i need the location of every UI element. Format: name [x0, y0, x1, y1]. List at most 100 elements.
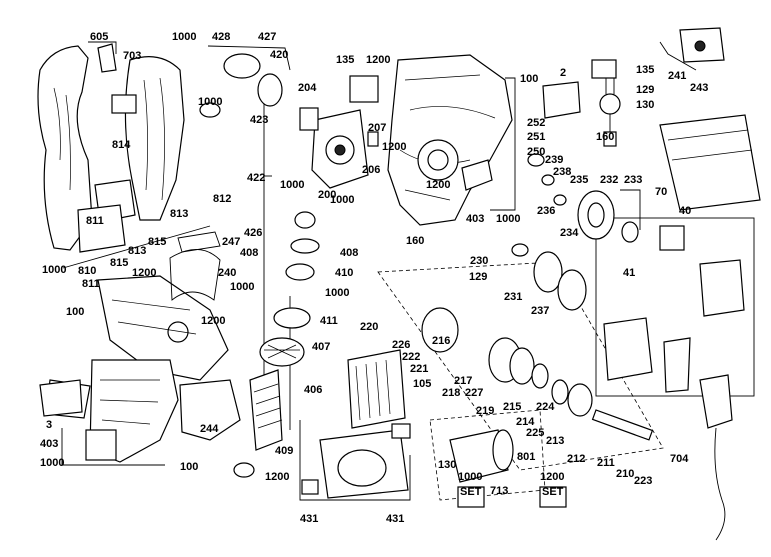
part-label-1000: 1000: [42, 264, 66, 276]
part-label-243: 243: [690, 82, 708, 94]
part-label-1200: 1200: [265, 471, 289, 483]
clutch-stack: [421, 307, 654, 441]
part-label-218: 218: [442, 387, 460, 399]
part-label-70: 70: [655, 186, 667, 198]
part-label-428: 428: [212, 31, 230, 43]
part-label-130: 130: [636, 99, 654, 111]
label-sheet-3: [39, 379, 83, 417]
stator-105: [347, 349, 406, 429]
brush-holder-130: [301, 423, 411, 499]
part-label-1000: 1000: [280, 179, 304, 191]
part-label-130: 130: [438, 459, 456, 471]
part-label-200: 200: [318, 189, 336, 201]
part-label-406: 406: [304, 384, 322, 396]
part-label-SET: SET: [542, 486, 564, 498]
part-label-232: 232: [600, 174, 618, 186]
battery-pack-70: [659, 114, 761, 211]
set-box-1200: [539, 486, 567, 508]
part-label-160: 160: [596, 131, 614, 143]
part-label-160: 160: [406, 235, 424, 247]
left-handle-housing: [37, 43, 185, 253]
bracket-241-243: [659, 41, 697, 71]
part-label-233: 233: [624, 174, 642, 186]
part-label-431: 431: [386, 513, 404, 525]
part-label-225: 225: [526, 427, 544, 439]
part-label-408: 408: [340, 247, 358, 259]
box-40-group: [595, 217, 755, 397]
part-label-815: 815: [110, 257, 128, 269]
part-label-213: 213: [546, 435, 564, 447]
part-label-215: 215: [503, 401, 521, 413]
switch-assembly-200: [299, 75, 379, 189]
part-label-814: 814: [112, 139, 131, 151]
dashed-zone-clutch: [377, 261, 664, 471]
part-label-2: 2: [560, 67, 566, 79]
part-label-40: 40: [679, 205, 691, 217]
battery-cover-244: [179, 379, 241, 441]
part-label-1000: 1000: [458, 471, 482, 483]
part-label-1000: 1000: [325, 287, 349, 299]
part-label-422: 422: [247, 172, 265, 184]
part-label-801: 801: [517, 451, 535, 463]
part-label-427: 427: [258, 31, 276, 43]
part-label-1000: 1000: [330, 194, 354, 206]
part-label-1000: 1000: [230, 281, 254, 293]
bracket-100-top: [490, 77, 516, 211]
part-label-423: 423: [250, 114, 268, 126]
part-label-100: 100: [520, 73, 538, 85]
cord-704: [699, 374, 733, 541]
part-label-1200: 1200: [426, 179, 450, 191]
part-label-135: 135: [636, 64, 654, 76]
bracket-100-bottom: [61, 428, 165, 466]
part-label-231: 231: [504, 291, 522, 303]
part-label-226: 226: [392, 339, 410, 351]
part-label-236: 236: [537, 205, 555, 217]
gear-train-right: [511, 153, 639, 311]
part-label-1000: 1000: [198, 96, 222, 108]
part-label-403: 403: [466, 213, 484, 225]
part-label-812: 812: [213, 193, 231, 205]
part-label-129: 129: [469, 271, 487, 283]
part-label-1000: 1000: [496, 213, 520, 225]
gear-column: [199, 53, 320, 367]
part-label-247: 247: [222, 236, 240, 248]
part-label-221: 221: [410, 363, 428, 375]
part-label-212: 212: [567, 453, 585, 465]
part-label-222: 222: [402, 351, 420, 363]
bracket-232-233: [620, 189, 641, 230]
part-label-410: 410: [335, 267, 353, 279]
part-label-207: 207: [368, 122, 386, 134]
part-label-230: 230: [470, 255, 488, 267]
bracket-left-handle: [62, 225, 211, 269]
bracket-130-bottom: [299, 420, 411, 501]
part-label-811: 811: [86, 215, 104, 227]
part-label-252: 252: [527, 117, 545, 129]
clip-240: [169, 249, 221, 301]
part-label-407: 407: [312, 341, 330, 353]
part-label-216: 216: [432, 335, 450, 347]
part-label-251: 251: [527, 131, 545, 143]
part-label-426: 426: [244, 227, 262, 239]
part-label-241: 241: [668, 70, 686, 82]
part-label-214: 214: [516, 416, 535, 428]
part-label-105: 105: [413, 378, 431, 390]
part-label-238: 238: [553, 166, 571, 178]
part-label-206: 206: [362, 164, 380, 176]
part-label-217: 217: [454, 375, 472, 387]
label-sheet-2: [542, 81, 581, 119]
part-label-1000: 1000: [40, 457, 64, 469]
part-label-703: 703: [123, 50, 141, 62]
part-label-224: 224: [536, 401, 555, 413]
part-label-100: 100: [66, 306, 84, 318]
part-label-100: 100: [180, 461, 198, 473]
part-label-704: 704: [670, 453, 689, 465]
rotor-406: [233, 369, 283, 478]
part-label-210: 210: [616, 468, 634, 480]
part-label-234: 234: [560, 227, 579, 239]
part-label-237: 237: [531, 305, 549, 317]
chuck-713: [449, 429, 514, 483]
part-label-1200: 1200: [201, 315, 225, 327]
